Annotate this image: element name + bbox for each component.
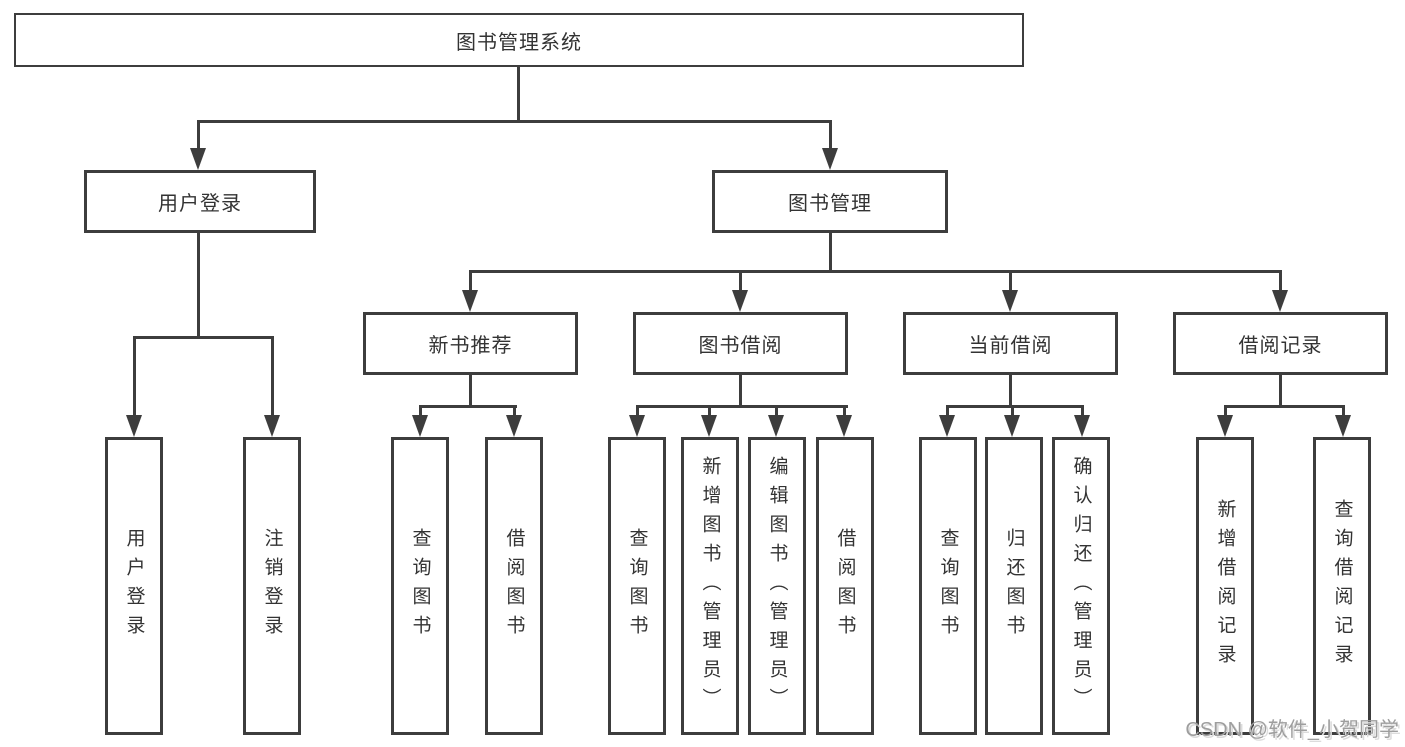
connector-user-login-stem (197, 233, 200, 336)
connector-stem (1279, 375, 1282, 407)
leaf-label: 查询图书 (937, 528, 959, 644)
leaf-label: 查询图书 (409, 528, 431, 644)
arrow-down-icon (629, 415, 645, 437)
leaf-edit-books-admin: 编辑图书（管理员） (748, 437, 806, 735)
connector-drop (1342, 405, 1345, 417)
leaf-confirm-return-admin: 确认归还（管理员） (1052, 437, 1110, 735)
arrow-down-icon (1217, 415, 1233, 437)
arrow-down-icon (462, 290, 478, 312)
connector-drop (271, 336, 274, 417)
connector-rail (946, 405, 1084, 408)
leaf-borrow-books-recommend: 借阅图书 (485, 437, 543, 735)
node-book-management: 图书管理 (712, 170, 948, 233)
leaf-label: 注销登录 (261, 528, 283, 644)
connector-rail (1224, 405, 1345, 408)
connector-drop (636, 405, 639, 417)
connector-book-management-stem (829, 233, 832, 272)
connector-drop (843, 405, 846, 417)
connector-drop (133, 336, 136, 417)
connector-drop (946, 405, 949, 417)
connector-drop (1009, 270, 1012, 292)
node-library-management-system: 图书管理系统 (14, 13, 1024, 67)
node-label: 新书推荐 (428, 335, 513, 357)
arrow-down-icon (1004, 415, 1020, 437)
leaf-label: 新增图书（管理员） (699, 455, 721, 717)
node-label: 图书管理系统 (456, 31, 582, 54)
connector-drop (775, 405, 778, 417)
connector-user-login-rail (133, 336, 274, 339)
connector-drop (739, 270, 742, 292)
arrow-down-icon (1272, 290, 1288, 312)
leaf-label: 新增借阅记录 (1214, 499, 1236, 673)
node-borrowing-records: 借阅记录 (1173, 312, 1388, 375)
connector-drop (197, 120, 200, 150)
connector-drop (469, 270, 472, 292)
node-label: 用户登录 (158, 193, 242, 215)
leaf-borrow-books-borrowing: 借阅图书 (816, 437, 874, 735)
leaf-query-books-recommend: 查询图书 (391, 437, 449, 735)
connector-drop (829, 120, 832, 150)
connector-rail (636, 405, 848, 408)
leaf-label: 归还图书 (1003, 528, 1025, 644)
connector-drop (1081, 405, 1084, 417)
leaf-user-login: 用户登录 (105, 437, 163, 735)
connector-drop (1279, 270, 1282, 292)
node-user-login: 用户登录 (84, 170, 316, 233)
node-current-borrowing: 当前借阅 (903, 312, 1118, 375)
node-book-borrowing: 图书借阅 (633, 312, 848, 375)
leaf-label: 借阅图书 (503, 528, 525, 644)
connector-drop (513, 405, 516, 417)
leaf-query-borrow-record: 查询借阅记录 (1313, 437, 1371, 735)
arrow-down-icon (1335, 415, 1351, 437)
connector-drop (1011, 405, 1014, 417)
watermark: CSDN @软件_小贺同学 (1185, 719, 1399, 741)
leaf-add-borrow-record: 新增借阅记录 (1196, 437, 1254, 735)
leaf-label: 确认归还（管理员） (1070, 455, 1092, 717)
connector-stem (469, 375, 472, 407)
arrow-down-icon (1074, 415, 1090, 437)
node-label: 图书借阅 (698, 335, 783, 357)
connector-drop (708, 405, 711, 417)
connector-level1-rail (197, 120, 832, 123)
leaf-query-books-borrowing: 查询图书 (608, 437, 666, 735)
arrow-down-icon (190, 148, 206, 170)
connector-drop (419, 405, 422, 417)
arrow-down-icon (412, 415, 428, 437)
leaf-label: 编辑图书（管理员） (766, 455, 788, 717)
leaf-return-books: 归还图书 (985, 437, 1043, 735)
node-label: 当前借阅 (968, 335, 1053, 357)
connector-root-stem (517, 67, 520, 120)
leaf-query-books-current: 查询图书 (919, 437, 977, 735)
arrow-down-icon (836, 415, 852, 437)
arrow-down-icon (732, 290, 748, 312)
arrow-down-icon (822, 148, 838, 170)
arrow-down-icon (126, 415, 142, 437)
node-label: 借阅记录 (1238, 335, 1323, 357)
leaf-label: 查询图书 (626, 528, 648, 644)
arrow-down-icon (1002, 290, 1018, 312)
leaf-label: 查询借阅记录 (1331, 499, 1353, 673)
connector-stem (739, 375, 742, 407)
connector-level2-rail (469, 270, 1282, 273)
connector-rail (419, 405, 517, 408)
arrow-down-icon (768, 415, 784, 437)
node-new-book-recommendation: 新书推荐 (363, 312, 578, 375)
arrow-down-icon (939, 415, 955, 437)
arrow-down-icon (506, 415, 522, 437)
leaf-add-books-admin: 新增图书（管理员） (681, 437, 739, 735)
connector-stem (1009, 375, 1012, 407)
leaf-label: 借阅图书 (834, 528, 856, 644)
connector-drop (1224, 405, 1227, 417)
arrow-down-icon (701, 415, 717, 437)
arrow-down-icon (264, 415, 280, 437)
leaf-label: 用户登录 (123, 528, 145, 644)
node-label: 图书管理 (788, 193, 872, 215)
leaf-logout: 注销登录 (243, 437, 301, 735)
